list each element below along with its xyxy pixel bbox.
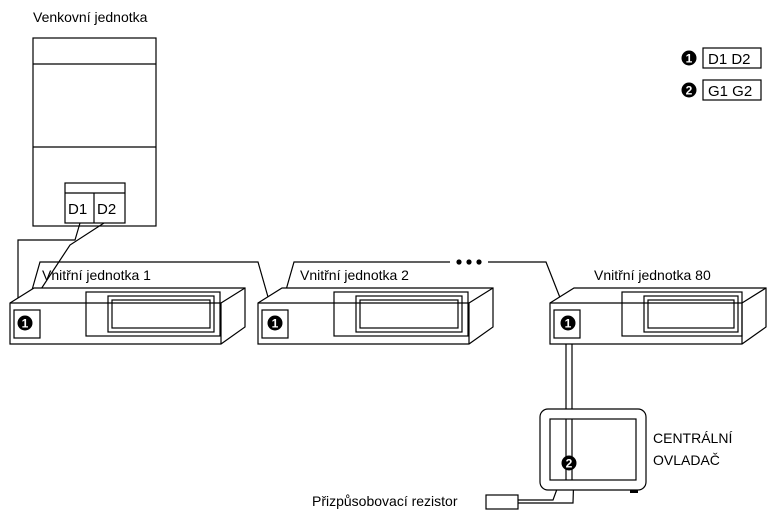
indoor-unit-1 bbox=[9, 287, 246, 345]
central-controller-label-line2: OVLADAČ bbox=[653, 452, 720, 468]
resistor-label: Přizpůsobovací rezistor bbox=[312, 493, 458, 509]
indoor-unit-80-badge: 1 bbox=[560, 315, 576, 331]
continuation-dots bbox=[456, 259, 482, 265]
svg-text:1: 1 bbox=[22, 317, 29, 331]
svg-text:2: 2 bbox=[566, 457, 573, 471]
indoor-unit-2-label: Vnitřní jednotka 2 bbox=[300, 267, 409, 283]
indoor-unit-80-label: Vnitřní jednotka 80 bbox=[594, 267, 711, 283]
indoor-unit-80 bbox=[549, 287, 767, 345]
indoor-unit-1-badge: 1 bbox=[17, 315, 33, 331]
outdoor-terminal-block: D1 D2 bbox=[64, 182, 126, 224]
svg-text:1: 1 bbox=[272, 317, 279, 331]
indoor-unit-1-label: Vnitřní jednotka 1 bbox=[42, 267, 151, 283]
indoor-unit-2 bbox=[257, 287, 494, 345]
svg-text:1: 1 bbox=[565, 317, 572, 331]
central-controller bbox=[539, 408, 647, 493]
controller-badge: 2 bbox=[561, 455, 577, 471]
wires bbox=[17, 222, 575, 504]
terminal-d1: D1 bbox=[68, 201, 87, 218]
svg-text:2: 2 bbox=[686, 84, 693, 98]
indoor-unit-2-badge: 1 bbox=[267, 315, 283, 331]
svg-text:D1 D2: D1 D2 bbox=[708, 51, 751, 68]
legend-item-1: 1 D1 D2 bbox=[681, 47, 762, 69]
svg-text:1: 1 bbox=[686, 52, 693, 66]
terminal-d2: D2 bbox=[97, 201, 116, 218]
legend-item-2: 2 G1 G2 bbox=[681, 79, 762, 101]
outdoor-unit bbox=[32, 37, 157, 227]
svg-text:G1 G2: G1 G2 bbox=[708, 83, 752, 100]
central-controller-label-line1: CENTRÁLNÍ bbox=[653, 430, 732, 446]
matching-resistor bbox=[485, 494, 519, 510]
outdoor-unit-label: Venkovní jednotka bbox=[33, 9, 148, 25]
